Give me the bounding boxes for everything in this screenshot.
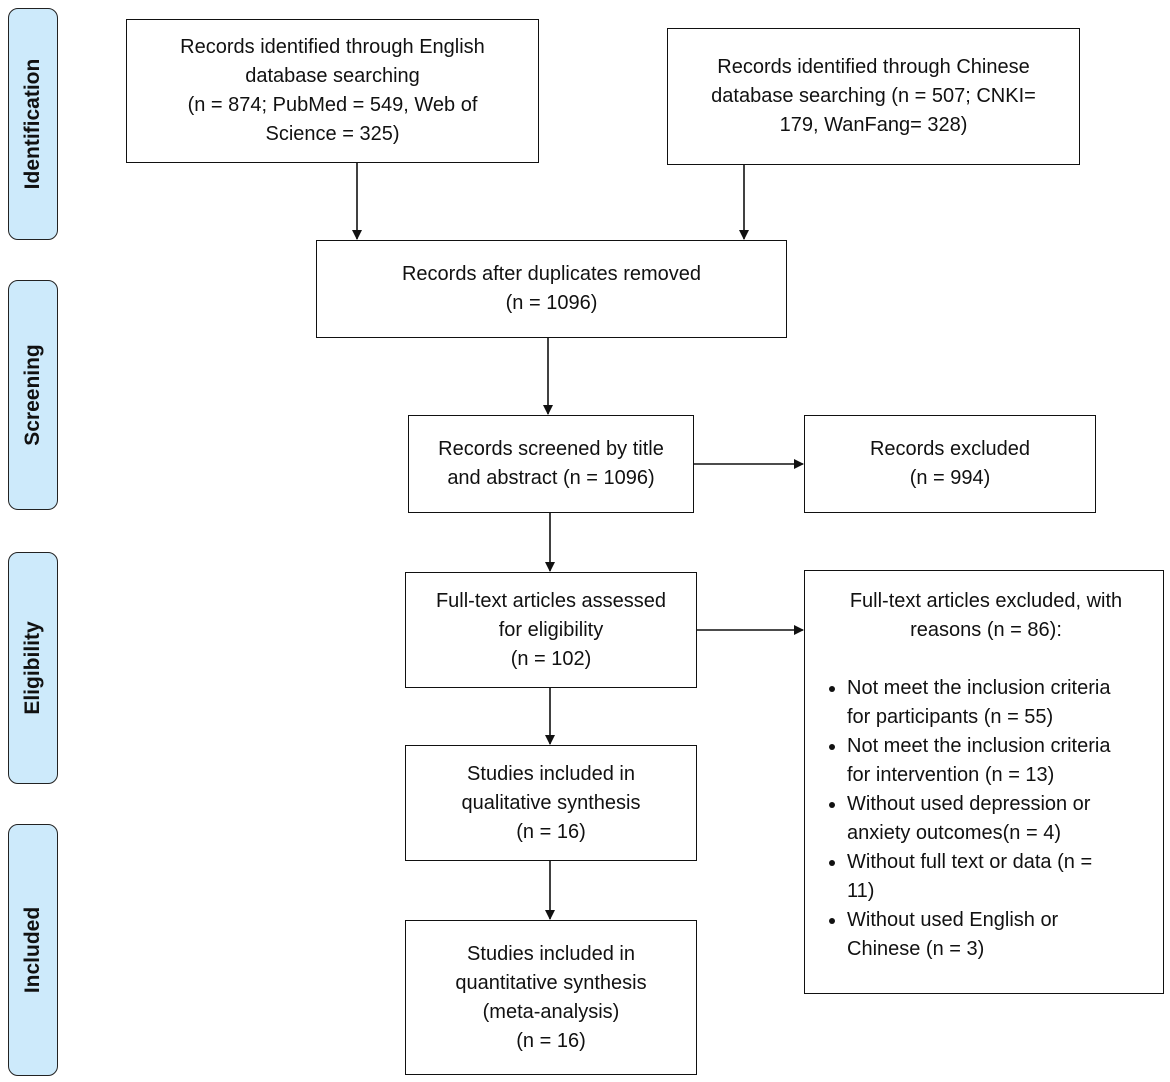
phase-eligibility: Eligibility (8, 552, 58, 784)
qualitative-synthesis-text: Studies included in qualitative synthesi… (461, 762, 641, 843)
chinese-search-text: Records identified through Chinese datab… (711, 56, 1036, 136)
english-search-text: Records identified through English datab… (180, 36, 485, 145)
fulltext-assessed-text: Full-text articles assessed for eligibil… (435, 589, 667, 670)
quantitative-synthesis-box: Studies included in quantitative synthes… (405, 920, 697, 1075)
exclusion-reason: Without used English or Chinese (n = 3) (847, 906, 1149, 964)
phase-screening: Screening (8, 280, 58, 510)
exclusion-reason: Not meet the inclusion criteria for part… (847, 674, 1149, 732)
exclusion-reason: Not meet the inclusion criteria for inte… (847, 732, 1149, 790)
chinese-search-box: Records identified through Chinese datab… (667, 28, 1080, 165)
qualitative-synthesis-box: Studies included in qualitative synthesi… (405, 745, 697, 861)
quantitative-synthesis-text: Studies included in quantitative synthes… (455, 942, 647, 1052)
screened-box: Records screened by title and abstract (… (408, 415, 694, 513)
fulltext-excluded-box: Full-text articles excluded, with reason… (804, 570, 1164, 994)
phase-included: Included (8, 824, 58, 1076)
records-excluded-text: Records excluded (n = 994) (869, 438, 1031, 489)
fulltext-excluded-heading: Full-text articles excluded, with reason… (849, 590, 1123, 641)
records-excluded-box: Records excluded (n = 994) (804, 415, 1096, 513)
exclusion-reason: Without full text or data (n = 11) (847, 848, 1149, 906)
exclusion-reason: Without used depression or anxiety outco… (847, 790, 1149, 848)
after-duplicates-box: Records after duplicates removed (n = 10… (316, 240, 787, 338)
phase-identification: Identification (8, 8, 58, 240)
exclusion-reasons-list: Not meet the inclusion criteria for part… (823, 674, 1149, 964)
after-duplicates-text: Records after duplicates removed (n = 10… (401, 263, 702, 314)
screened-text: Records screened by title and abstract (… (438, 438, 664, 489)
english-search-box: Records identified through English datab… (126, 19, 539, 163)
fulltext-assessed-box: Full-text articles assessed for eligibil… (405, 572, 697, 688)
